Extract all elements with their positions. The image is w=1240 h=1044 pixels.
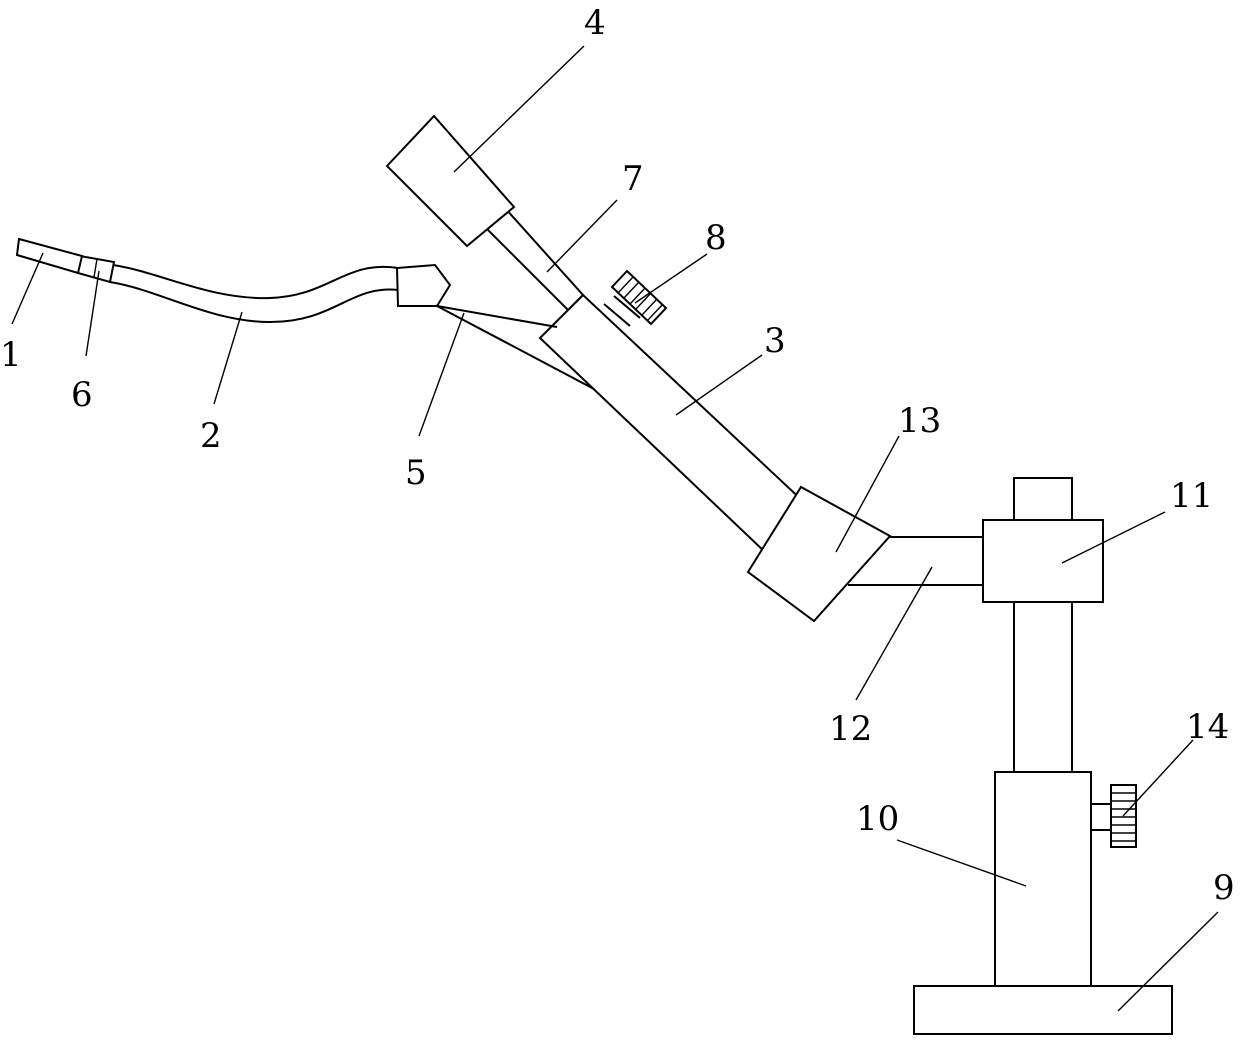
column-top-cap: [1014, 478, 1072, 520]
label-3: 3: [764, 321, 786, 361]
hose-top: [113, 265, 398, 298]
leader-8: [635, 254, 707, 303]
label-10: 10: [856, 799, 899, 839]
leader-12: [856, 567, 932, 700]
hose-bottom: [110, 282, 398, 322]
label-9: 9: [1213, 868, 1235, 908]
label-5: 5: [405, 453, 427, 493]
label-11: 11: [1170, 476, 1213, 516]
support-rod: [485, 208, 583, 310]
leader-7: [547, 200, 617, 272]
tip-1: [17, 239, 82, 273]
leader-6: [86, 271, 99, 356]
label-4: 4: [584, 3, 606, 43]
leader-4: [454, 46, 584, 172]
label-12: 12: [829, 709, 872, 749]
inner-column: [1014, 600, 1072, 772]
label-6: 6: [71, 375, 93, 415]
leader-1: [12, 253, 43, 324]
clamp-block: [983, 520, 1103, 602]
label-14: 14: [1186, 707, 1229, 747]
leader-3: [676, 355, 762, 415]
base-plate: [914, 986, 1172, 1034]
leader-2: [214, 312, 242, 404]
label-2: 2: [200, 416, 222, 456]
label-13: 13: [898, 401, 941, 441]
side-tube-connector: [397, 265, 450, 306]
lower-column-sleeve: [995, 772, 1091, 986]
leader-5: [419, 313, 464, 436]
label-1: 1: [0, 335, 22, 375]
knob-stem: [1091, 804, 1111, 830]
label-7: 7: [622, 159, 644, 199]
leader-14: [1123, 740, 1193, 816]
label-8: 8: [705, 218, 727, 258]
